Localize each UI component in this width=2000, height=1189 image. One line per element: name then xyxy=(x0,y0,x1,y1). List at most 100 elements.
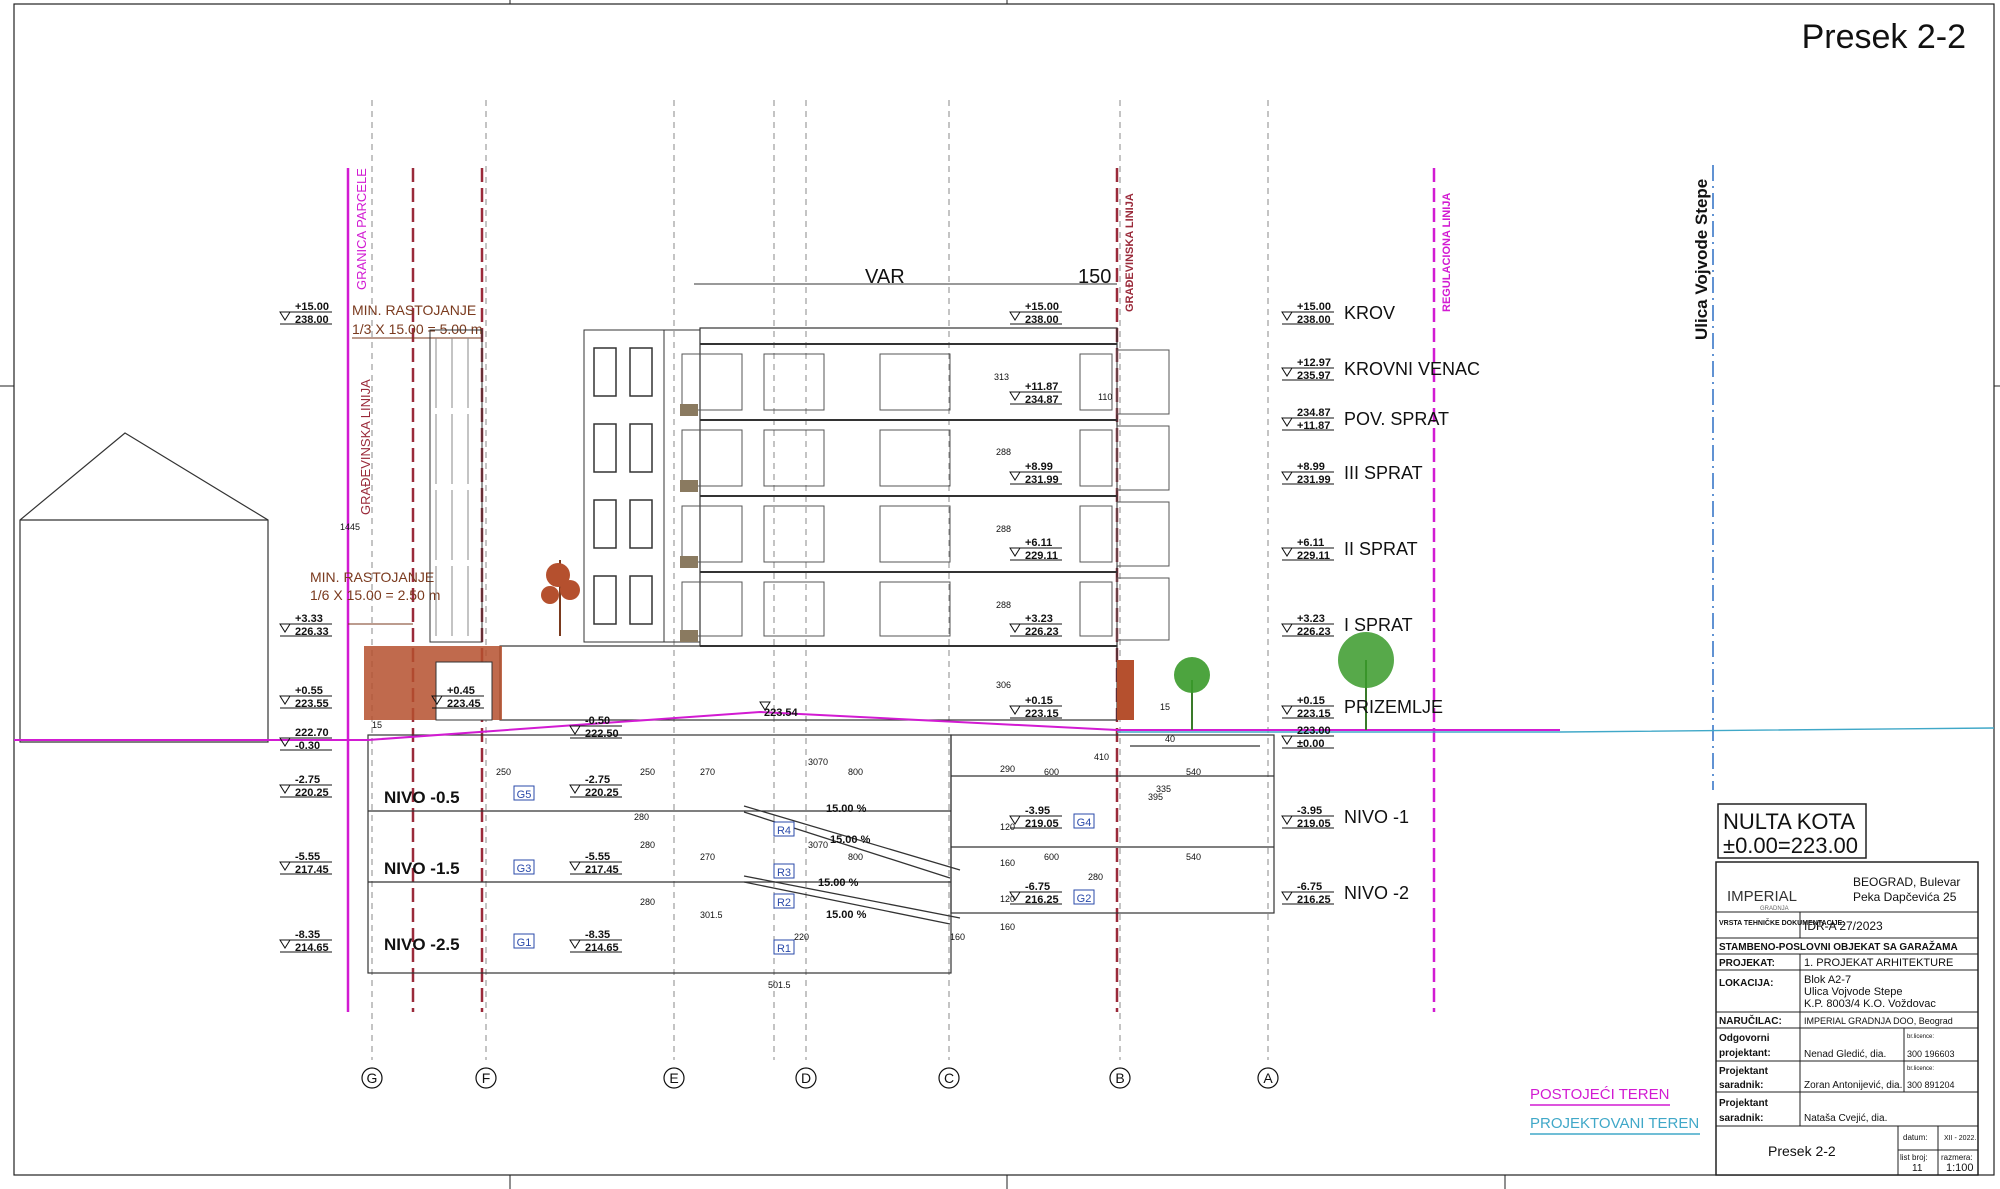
dimension-value: 800 xyxy=(848,852,863,862)
slope-label: 15.00 % xyxy=(826,909,867,921)
dimension-value: 3070 xyxy=(808,840,828,850)
existing-terrain xyxy=(14,710,1560,741)
tb-vrsta-label: VRSTA TEHNIČKE DOKUMENTACIJE: xyxy=(1719,918,1844,927)
title-block: IMPERIAL GRADNJA BEOGRAD, Bulevar Peka D… xyxy=(1715,861,1979,1176)
tb-odgovorni-lic: 300 196603 xyxy=(1907,1049,1955,1059)
garage-level-label: NIVO -2.5 xyxy=(384,935,460,954)
level-value-absolute: 219.05 xyxy=(1297,818,1331,830)
window xyxy=(629,499,653,549)
window xyxy=(763,505,825,563)
tb-odgovorni-label: Odgovorni xyxy=(1719,1033,1770,1044)
level-value-relative: +15.00 xyxy=(295,301,329,313)
balcony xyxy=(1116,425,1170,491)
garage-level-label: NIVO -0.5 xyxy=(384,788,460,807)
tb-saradnik2-label: Projektant xyxy=(1719,1098,1769,1109)
level-value-absolute: 238.00 xyxy=(1025,314,1059,326)
level-value-relative: -6.75 xyxy=(1297,881,1322,893)
slope-label: 15.00 % xyxy=(818,877,859,889)
dimension-value: 600 xyxy=(1044,852,1059,862)
tb-street: Peka Dapčevića 25 xyxy=(1853,890,1957,904)
dimension-value: 501.5 xyxy=(768,980,791,990)
level-value-absolute: 229.11 xyxy=(1297,550,1330,562)
logo-sub: GRADNJA xyxy=(1760,906,1789,912)
level-value-relative: -8.35 xyxy=(585,929,610,941)
level-value-absolute: 223.15 xyxy=(1297,708,1331,720)
axis-label: F xyxy=(482,1070,491,1086)
level-value-relative: +8.99 xyxy=(1025,461,1053,473)
tb-saradnik1-label2: saradnik: xyxy=(1719,1080,1763,1091)
dimension-value: 288 xyxy=(996,600,1011,610)
space-tag-label: G2 xyxy=(1077,893,1092,905)
level-value-absolute: 231.99 xyxy=(1025,474,1059,486)
window xyxy=(593,575,617,625)
dimension-value: 410 xyxy=(1094,752,1109,762)
legend-existing: POSTOJEĆI TEREN xyxy=(1530,1086,1669,1103)
dimension-value: 280 xyxy=(634,812,649,822)
level-value-absolute: 214.65 xyxy=(585,942,619,954)
tb-lokacija-1: Blok A2-7 xyxy=(1804,974,1851,986)
window xyxy=(1079,581,1113,637)
window xyxy=(681,581,743,637)
tb-narucilac-label: NARUČILAC: xyxy=(1719,1014,1782,1027)
level-value-absolute: ±0.00 xyxy=(1297,738,1324,750)
level-value-absolute: 223.15 xyxy=(1025,708,1059,720)
level-value-absolute: 229.11 xyxy=(1025,550,1058,562)
sheet-frame xyxy=(13,3,1995,1176)
level-value-absolute: 217.45 xyxy=(295,864,329,876)
dimension-value: 395 xyxy=(1148,792,1163,802)
tb-odgovorni-label2: projektant: xyxy=(1719,1048,1771,1059)
tb-saradnik2-value: Nataša Cvejić, dia. xyxy=(1804,1113,1887,1124)
tb-saradnik2-label2: saradnik: xyxy=(1719,1113,1763,1124)
window xyxy=(763,581,825,637)
inner-level-markers: +15.00238.00+11.87234.87+8.99231.99+6.11… xyxy=(431,301,1062,954)
window xyxy=(629,575,653,625)
level-value-absolute: 235.97 xyxy=(1297,370,1331,382)
axis-label: E xyxy=(669,1070,678,1086)
terracotta-right xyxy=(1117,660,1134,720)
window xyxy=(879,353,951,411)
min-rast-2-label: MIN. RASTOJANJE xyxy=(310,569,434,585)
level-value-absolute: 226.33 xyxy=(295,626,329,638)
nulta-kota-line1: NULTA KOTA xyxy=(1723,809,1855,834)
level-value-relative: 222.70 xyxy=(295,727,329,739)
balcony xyxy=(1116,501,1170,567)
projected-terrain xyxy=(1117,727,1995,733)
level-value-relative: +3.23 xyxy=(1025,613,1053,625)
tb-list-value: 11 xyxy=(1912,1163,1923,1174)
level-value-absolute: 216.25 xyxy=(1025,894,1059,906)
dimension-value: 280 xyxy=(640,840,655,850)
space-tag-label: R1 xyxy=(777,943,791,955)
logo: IMPERIAL xyxy=(1727,888,1797,905)
space-tag-label: R2 xyxy=(777,897,791,909)
dimension-value: 288 xyxy=(996,524,1011,534)
dimension-value: 250 xyxy=(496,767,511,777)
var-label: VAR xyxy=(865,266,905,288)
floor-name: KROVNI VENAC xyxy=(1344,359,1480,379)
dimension-value: 250 xyxy=(640,767,655,777)
space-tag-label: R3 xyxy=(777,867,791,879)
granica-parcele-label: GRANICA PARCELE xyxy=(354,168,369,290)
window xyxy=(593,423,617,473)
level-value-relative: -0.50 xyxy=(585,715,610,727)
level-value-absolute: +11.87 xyxy=(1297,420,1330,432)
dimension-value: 120 xyxy=(1000,822,1015,832)
dim-150: 150 xyxy=(1078,266,1111,288)
tb-odgovorni-value: Nenad Gledić, dia. xyxy=(1804,1049,1886,1060)
level-value-relative: 223.00 xyxy=(1297,725,1331,737)
axis-label: D xyxy=(801,1070,811,1086)
level-value-relative: +3.33 xyxy=(295,613,323,625)
level-value-relative: -3.95 xyxy=(1025,805,1050,817)
